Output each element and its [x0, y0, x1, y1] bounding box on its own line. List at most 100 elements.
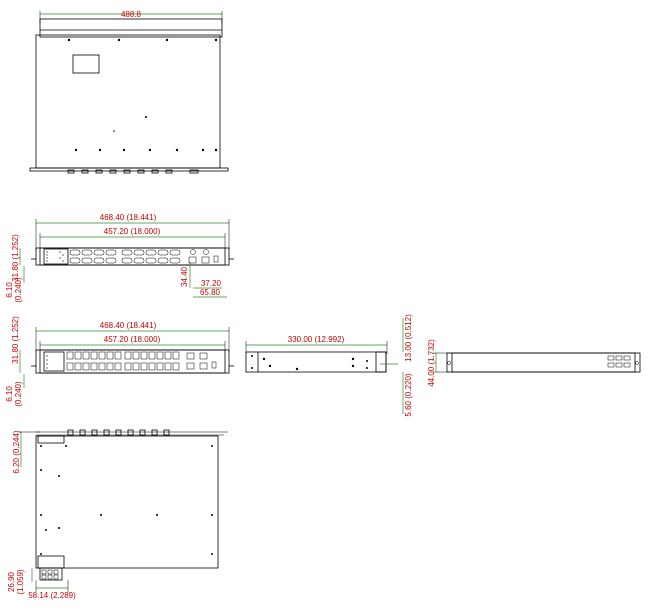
module-height-label: 34.40	[180, 266, 189, 287]
front-view-a: 468.40 (18.441) 457.20 (18.000)	[5, 213, 234, 303]
screw-hole	[175, 148, 179, 152]
module-width-a-label: 37.20	[201, 279, 222, 288]
top-chassis-outline	[35, 34, 221, 169]
serial-port	[93, 257, 105, 264]
terminal-pin	[47, 569, 53, 575]
rj45-port	[66, 362, 74, 371]
led	[46, 355, 48, 357]
ear-offset-label-top: 6.10	[5, 386, 14, 402]
serial-port	[69, 257, 81, 264]
led	[62, 254, 64, 256]
panel-width-label: 457.20 (18.000)	[104, 227, 161, 236]
screw-hole	[214, 148, 218, 152]
rj45-port	[74, 351, 82, 360]
connector-tab	[165, 169, 173, 174]
screw-hole	[40, 445, 42, 447]
connector-tab	[115, 429, 122, 436]
screw-hole	[214, 38, 218, 42]
screw-hole	[100, 514, 102, 516]
connector-tab	[91, 429, 98, 436]
connector-tab	[109, 169, 117, 174]
connector-height-label-b: (1.059)	[16, 569, 25, 595]
height-label: 31.80 (1.252)	[11, 234, 20, 282]
front-panel-outline	[35, 247, 230, 266]
led	[46, 367, 48, 369]
screw-hole	[65, 445, 67, 447]
screw-hole	[67, 38, 71, 42]
power-connector-block	[607, 355, 631, 368]
front-panel-inner	[39, 247, 226, 266]
connector-tab	[189, 169, 199, 174]
screw-hole	[45, 529, 47, 531]
rj45-port	[164, 362, 172, 371]
ethernet-port	[201, 256, 210, 264]
rj45-port	[132, 351, 140, 360]
serial-port	[69, 249, 81, 256]
connector-tab	[127, 429, 134, 436]
serial-port	[133, 257, 145, 264]
screw-hole	[156, 514, 158, 516]
bottom-front-block	[37, 435, 65, 444]
rj45-port	[132, 362, 140, 371]
terminal-pin	[41, 569, 47, 575]
connector-tab	[67, 429, 74, 436]
led-indicators	[46, 251, 64, 262]
serial-port	[121, 257, 133, 264]
rj45-port	[106, 362, 114, 371]
rj45-port	[106, 351, 114, 360]
rj45-port	[66, 351, 74, 360]
screw-hole	[40, 553, 42, 555]
screw-hole	[262, 357, 266, 361]
rear-panel-inner	[451, 352, 636, 373]
rj45-port	[140, 351, 148, 360]
top-width-label: 488.8	[121, 10, 142, 19]
screw-hole	[211, 445, 213, 447]
rj45-port-block	[66, 351, 180, 371]
rj45-port	[148, 362, 156, 371]
console-port	[203, 249, 209, 255]
rear-ear-hole	[447, 361, 451, 365]
power-terminal	[607, 362, 615, 368]
side-view: 330.00 (12.992) 13.00 (0.512) 5.60 (0.22…	[245, 314, 413, 417]
connector-tab	[67, 169, 75, 174]
panel-width-label: 457.20 (18.000)	[104, 335, 161, 344]
rj45-port	[156, 362, 164, 371]
screw-hole	[98, 148, 102, 152]
reset-button-recess	[211, 361, 217, 369]
serial-port	[145, 249, 157, 256]
serial-port-block	[69, 249, 181, 264]
screw-hole	[122, 148, 126, 152]
ethernet-port	[199, 352, 208, 360]
rj45-port	[164, 351, 172, 360]
led-indicator-panel	[43, 351, 65, 372]
screw-hole	[366, 360, 368, 362]
screw-hole	[58, 527, 60, 529]
ethernet-port	[188, 256, 197, 264]
rear-ear-hole	[635, 361, 639, 365]
rj45-port	[114, 351, 122, 360]
bottom-chassis-outline	[35, 435, 219, 569]
rj45-port	[148, 351, 156, 360]
connector-tab	[139, 429, 146, 436]
connector-tab	[79, 429, 86, 436]
rear-view: 44.00 (1.732)	[427, 339, 641, 387]
screw-hole	[117, 38, 121, 42]
ethernet-port	[199, 362, 208, 370]
console-port	[190, 249, 196, 255]
terminal-pin	[53, 574, 59, 580]
led	[59, 251, 61, 253]
connector-tab	[137, 169, 145, 174]
top-margin-label: 6.20 (0.244)	[12, 430, 21, 473]
screw-hole	[351, 364, 355, 368]
ear-offset-label-bottom: (0.240)	[14, 277, 23, 303]
rj45-port	[156, 351, 164, 360]
terminal-block-housing	[37, 555, 65, 569]
screw-hole	[40, 469, 42, 471]
screw-hole	[251, 355, 253, 357]
led	[46, 260, 48, 262]
power-terminal	[615, 355, 623, 361]
rj45-port	[82, 351, 90, 360]
ear-offset-label-bottom: (0.240)	[14, 381, 23, 407]
screw-hole	[295, 367, 299, 371]
